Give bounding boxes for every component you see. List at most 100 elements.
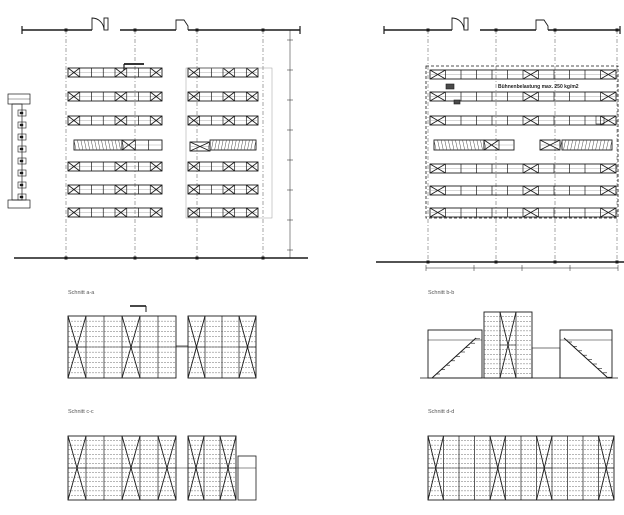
stair-tread — [455, 139, 458, 151]
brace — [222, 67, 235, 78]
rack-row — [67, 161, 163, 172]
column — [261, 256, 265, 260]
stair-tread — [250, 139, 253, 151]
stair-tread — [94, 139, 97, 151]
rack-row — [187, 161, 259, 172]
brace — [539, 139, 561, 151]
stair-tread — [437, 139, 440, 151]
stair-tread — [73, 139, 77, 151]
stair-tread — [584, 139, 588, 151]
platform-outline — [425, 65, 619, 219]
brace — [246, 161, 259, 172]
detail-bolt — [19, 135, 24, 139]
brace — [150, 91, 163, 102]
stair-tread — [476, 139, 480, 151]
stair-tread — [214, 139, 217, 151]
stair-tread — [240, 139, 244, 151]
building-envelope — [14, 17, 308, 260]
stair-tread — [602, 139, 606, 151]
stair-tread — [588, 139, 591, 151]
stair-tread — [220, 139, 224, 151]
column — [426, 28, 430, 32]
rack-row — [429, 115, 617, 126]
brace — [522, 91, 539, 102]
stair-tread — [101, 139, 104, 151]
brace — [150, 67, 163, 78]
brace — [189, 141, 211, 152]
stair-tread — [473, 139, 476, 151]
rack-row — [67, 91, 163, 102]
detail-bolt — [19, 195, 24, 199]
column — [615, 28, 619, 32]
detail-bracket — [17, 181, 27, 189]
rack-row — [429, 91, 617, 102]
brace — [67, 161, 80, 172]
stair-block — [559, 329, 613, 379]
rack-row — [67, 207, 163, 218]
side-frame — [237, 455, 257, 501]
stair-tread — [573, 139, 577, 151]
stair-tread — [480, 139, 483, 151]
rack-row — [483, 139, 515, 151]
brace — [246, 115, 259, 126]
brace — [114, 115, 127, 126]
brace — [600, 185, 617, 196]
detail-bolt — [19, 123, 24, 127]
door-stub — [535, 19, 549, 30]
door-swing — [91, 17, 105, 31]
brace — [150, 184, 163, 195]
detail-bracket — [17, 121, 27, 129]
stair-tread — [595, 139, 598, 151]
stair-stringer — [431, 337, 477, 379]
brace — [222, 184, 235, 195]
stair-tread — [570, 139, 573, 151]
column — [133, 256, 137, 260]
brace — [522, 185, 539, 196]
stair-tread — [606, 139, 609, 151]
column — [195, 256, 199, 260]
stair-tread — [591, 139, 595, 151]
floor-plan-right — [376, 17, 624, 271]
stair-tread — [444, 139, 448, 151]
stair-tread — [237, 139, 240, 151]
column — [494, 260, 498, 264]
door-stub — [175, 19, 189, 30]
brace — [114, 161, 127, 172]
detail-bolt — [19, 159, 24, 163]
stair-tread — [598, 139, 602, 151]
brace — [222, 161, 235, 172]
rack-row — [189, 141, 211, 152]
rack-row — [187, 207, 259, 218]
stair-tread — [84, 139, 87, 151]
brace — [522, 163, 539, 174]
stair-stringer — [563, 337, 609, 379]
detail-bolt — [19, 111, 24, 115]
detail-bracket — [17, 145, 27, 153]
stair-tread — [433, 139, 437, 151]
stair-tread — [458, 139, 462, 151]
building-envelope — [376, 17, 624, 264]
stair-tread — [451, 139, 455, 151]
section-a-label: Schnitt a-a — [68, 290, 95, 296]
rack-row — [67, 115, 163, 126]
brace — [67, 67, 80, 78]
section-b-label: Schnitt b-b — [428, 290, 455, 296]
stair-tread — [80, 139, 84, 151]
brace — [246, 91, 259, 102]
column — [615, 260, 619, 264]
stair-tread — [111, 139, 115, 151]
detail-base — [7, 199, 31, 209]
section-a-a — [67, 305, 257, 379]
rack-row — [187, 115, 259, 126]
detail-bracket — [17, 109, 27, 117]
section-c-label: Schnitt c-c — [68, 409, 94, 415]
side-detail — [7, 93, 31, 209]
stair-tread — [559, 139, 563, 151]
brace — [246, 207, 259, 218]
stair-plan — [73, 139, 125, 151]
brace — [187, 115, 200, 126]
section-c-c — [67, 435, 257, 501]
section-d-d — [427, 435, 615, 501]
rack-row — [187, 67, 259, 78]
